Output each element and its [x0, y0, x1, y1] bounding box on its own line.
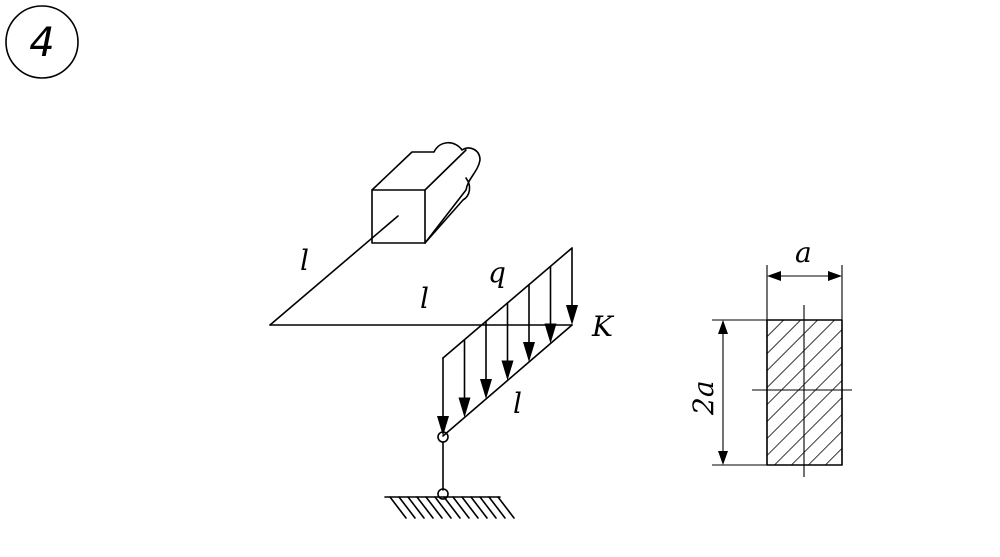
problem-number-badge: 4	[5, 5, 79, 79]
load-arrow-head	[566, 305, 578, 325]
ground-hatch-line	[398, 496, 416, 519]
load-arrow-head	[458, 397, 471, 418]
label-q: q	[488, 256, 506, 289]
ground-hatch-line	[470, 496, 488, 519]
label-K: K	[591, 310, 615, 343]
load-arrow-head	[480, 379, 492, 399]
ground-hatching	[389, 496, 515, 519]
cross-section: a 2a	[687, 236, 852, 477]
label-l-bracket: l	[300, 244, 309, 277]
load-arrow-head	[437, 416, 449, 436]
ground-hatch-line	[479, 496, 497, 519]
ground-hatch-line	[416, 496, 434, 519]
problem-number: 4	[29, 20, 54, 66]
ground-hatch-line	[488, 496, 506, 519]
bottom-hinge	[437, 488, 449, 500]
load-arrow-head	[544, 323, 557, 344]
label-a: a	[795, 236, 812, 269]
ground-hatch-line	[407, 496, 425, 519]
pin-support	[384, 431, 515, 519]
fixed-support-block	[371, 141, 481, 244]
distributed-load-q	[437, 247, 578, 436]
bracket-arm	[269, 215, 399, 326]
load-arrow-head	[501, 360, 514, 381]
number-circle	[5, 5, 79, 79]
label-l-horizontal: l	[420, 282, 429, 315]
frame-members	[269, 215, 573, 437]
ground-hatch-line	[434, 496, 452, 519]
label-l-loaded: l	[513, 387, 522, 420]
ground-hatch-line	[389, 496, 407, 519]
ground-hatch-line	[497, 496, 515, 519]
ground-hatch-line	[461, 496, 479, 519]
ground-hatch-line	[425, 496, 443, 519]
load-arrow-head	[523, 342, 535, 362]
ground-hatch-line	[452, 496, 470, 519]
label-2a: 2a	[687, 380, 720, 416]
ground-hatch-line	[443, 496, 461, 519]
